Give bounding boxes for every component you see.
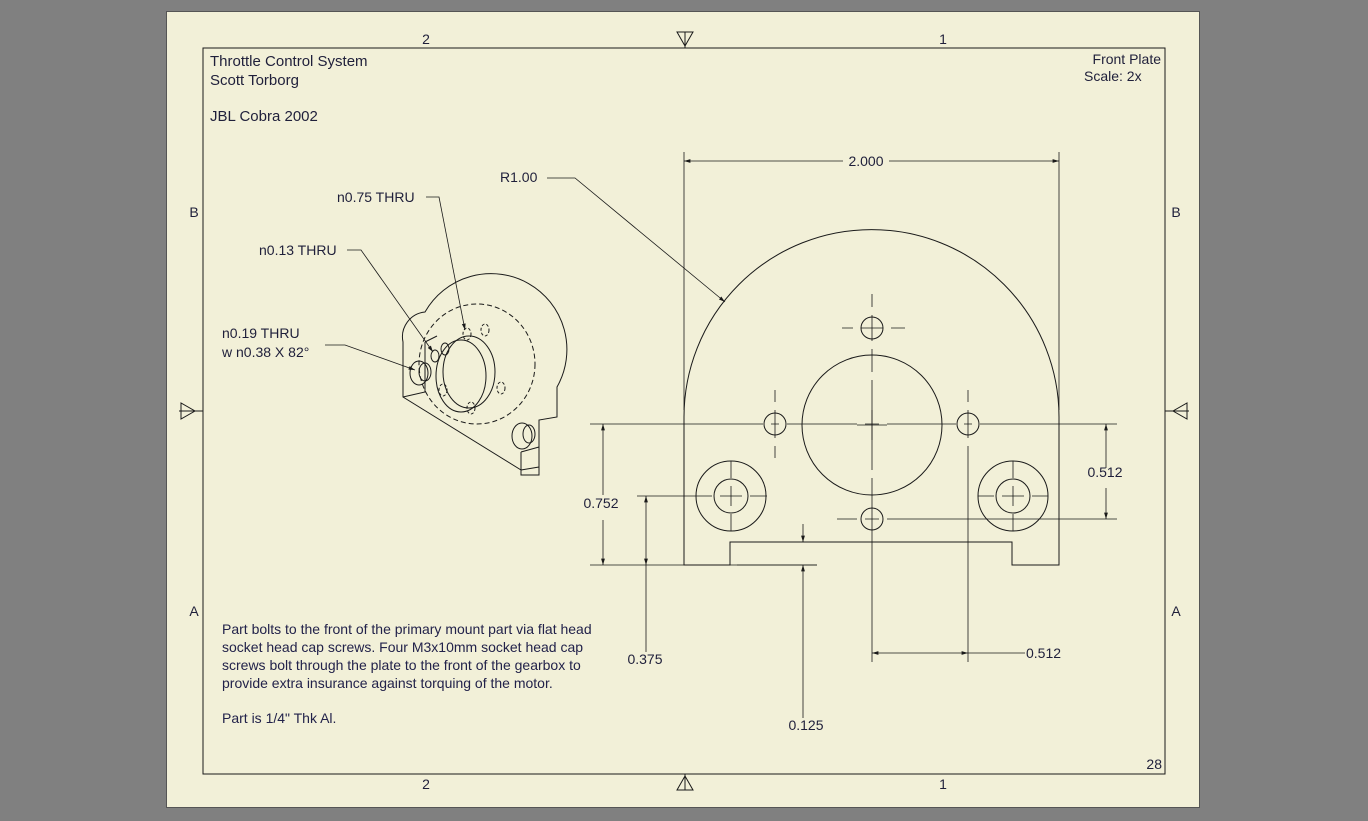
callout-leaders <box>325 196 466 371</box>
technical-drawing: 2 1 2 1 B A B A Throttle Control System … <box>179 31 1189 792</box>
note-description: Part bolts to the front of the primary m… <box>222 621 592 691</box>
center-lines <box>696 294 1117 662</box>
dim-height-512: 0.512 <box>1087 464 1122 480</box>
isometric-view <box>402 273 568 476</box>
callout-hole-019-line2: w n0.38 X 82° <box>221 344 309 360</box>
zone-label-bottom-1: 1 <box>939 776 947 792</box>
callout-radius: R1.00 <box>500 169 538 185</box>
zone-label-left-b: B <box>189 204 198 220</box>
zone-label-right-b: B <box>1171 204 1180 220</box>
front-view <box>683 229 1060 566</box>
dim-offset-375: 0.375 <box>627 651 662 667</box>
zone-label-left-a: A <box>189 603 199 619</box>
scale-label: Scale: 2x <box>1084 68 1142 84</box>
zone-label-bottom-2: 2 <box>422 776 430 792</box>
zone-label-top-2: 2 <box>422 31 430 47</box>
centering-marks <box>179 31 1189 791</box>
project-title: Throttle Control System <box>210 53 368 70</box>
drawing-sheet: 2 1 2 1 B A B A Throttle Control System … <box>166 11 1200 808</box>
sheet-number: 28 <box>1146 756 1162 772</box>
team-name: JBL Cobra 2002 <box>210 108 318 125</box>
callout-hole-013: n0.13 THRU <box>259 242 337 258</box>
zone-label-top-1: 1 <box>939 31 947 47</box>
author-name: Scott Torborg <box>210 72 299 89</box>
part-name: Front Plate <box>1093 51 1162 67</box>
callout-hole-075: n0.75 THRU <box>337 189 415 205</box>
zone-label-right-a: A <box>1171 603 1181 619</box>
dim-overall-width: 2.000 <box>848 153 883 169</box>
dim-height-752: 0.752 <box>583 495 618 511</box>
dimension-lines <box>547 152 1108 718</box>
callout-hole-019-line1: n0.19 THRU <box>222 325 300 341</box>
dim-notch-125: 0.125 <box>788 717 823 733</box>
drawing-notes: Part bolts to the front of the primary m… <box>222 620 592 744</box>
dim-spacing-512: 0.512 <box>1026 645 1061 661</box>
note-material: Part is 1/4" Thk Al. <box>222 710 337 726</box>
